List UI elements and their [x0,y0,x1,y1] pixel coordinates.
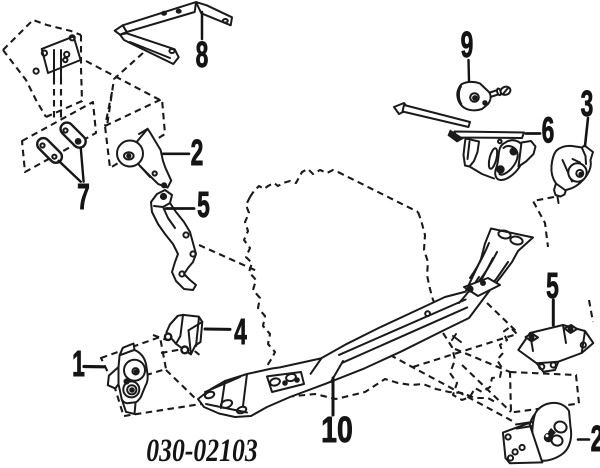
svg-text:2: 2 [591,419,600,460]
svg-text:5: 5 [197,185,210,226]
svg-text:8: 8 [196,35,209,76]
svg-text:4: 4 [234,312,247,353]
svg-text:1: 1 [72,344,85,385]
svg-text:030-02103: 030-02103 [146,433,257,468]
svg-text:10: 10 [321,409,353,450]
svg-text:2: 2 [191,133,204,174]
svg-text:3: 3 [581,84,594,125]
svg-text:6: 6 [542,110,555,151]
svg-text:5: 5 [546,266,559,307]
svg-text:9: 9 [461,25,474,66]
svg-text:7: 7 [77,177,90,218]
